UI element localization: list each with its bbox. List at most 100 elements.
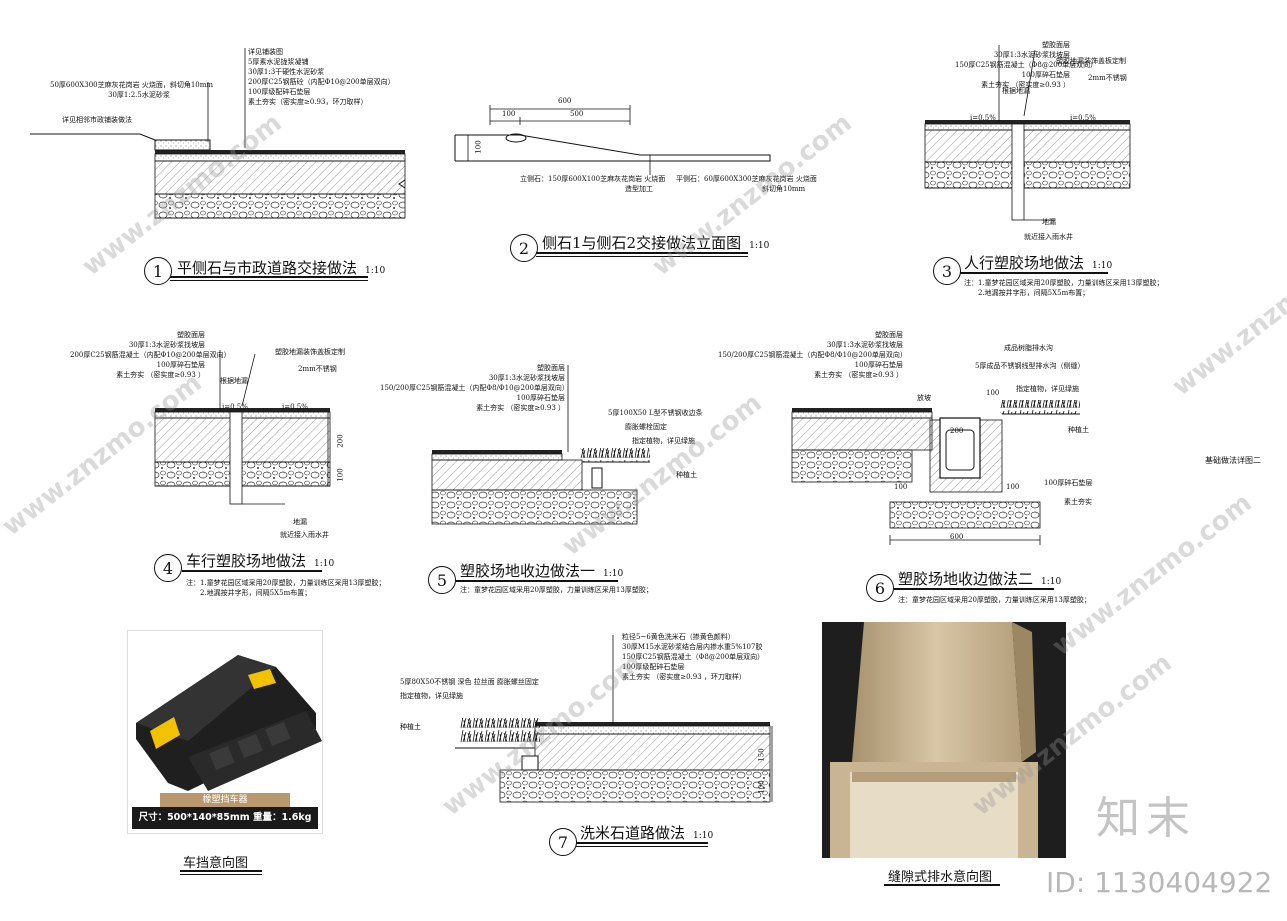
- detail-2-drawing: [454, 105, 771, 175]
- detail-7-drawing: [455, 635, 773, 803]
- detail-4-drawing: [154, 350, 331, 505]
- note: 30厚M15水泥砂浆结合层内掺水重5%107胶: [622, 643, 763, 651]
- dim: 600: [950, 533, 964, 541]
- note: 粒径5~6黄色洗米石（掺黄色颜料）: [622, 633, 735, 641]
- note: 平侧石：60厚600X300芝麻灰花岗岩 火烧面: [676, 175, 817, 183]
- note: 塑胶面层: [1042, 41, 1070, 49]
- detail-scale: 1:10: [749, 241, 770, 251]
- dim: 100: [474, 140, 483, 154]
- note: 塑胶面层: [177, 331, 205, 339]
- detail-title: 人行塑胶场地做法: [964, 254, 1085, 272]
- note: 100厚碎石垫层: [854, 361, 903, 369]
- note: 指定植物，详见绿施: [632, 437, 695, 445]
- detail-number: 5: [428, 566, 456, 594]
- detail-number: 6: [866, 574, 894, 602]
- product-spec: 尺寸：500*140*85mm 重量：1.6kg: [132, 807, 318, 829]
- note: 5厚100X50 L型不锈钢收边条: [608, 409, 703, 417]
- note: 150厚C25钢筋混凝土（Φ8@200单层双向）: [622, 653, 765, 661]
- dim: 600: [558, 97, 572, 105]
- note: 指定植物，详见绿施: [1016, 385, 1079, 393]
- detail-title-row: 人行塑胶场地做法 1:10: [964, 252, 1112, 273]
- stopper-caption-box: 橡塑挡车器 尺寸：500*140*85mm 重量：1.6kg: [128, 793, 322, 833]
- note: 塑胶地漏装饰盖板定制: [275, 348, 345, 356]
- note: 100厚级配碎石垫层: [622, 663, 685, 671]
- detail-title: 车行塑胶场地做法: [186, 552, 307, 570]
- note: 200厚C25钢筋砼（内配Φ10@200单层双向）: [248, 78, 395, 86]
- note: 30厚1:3干硬性水泥砂浆: [248, 68, 325, 76]
- dim: 100: [986, 389, 1000, 397]
- note: 塑胶面层: [537, 364, 565, 372]
- note: 素土夯实 （密实度≥0.93 ，环刀取样）: [622, 673, 746, 681]
- photo-caption: 车挡意向图: [183, 856, 249, 871]
- dim: 100: [1006, 483, 1020, 491]
- note: 斜切角10mm: [762, 185, 806, 193]
- note: 素土夯实（密实度≥0.93，环刀取样）: [248, 98, 368, 106]
- note: 200厚C25钢筋混凝土（内配Φ10@200单层双向）: [70, 351, 231, 359]
- note: 30厚1:2.5水泥砂浆: [108, 91, 170, 99]
- dim: 100: [757, 780, 766, 794]
- detail-scale: 1:10: [365, 266, 386, 276]
- note: 素土夯实 （密实度≥0.93 ）: [116, 371, 205, 379]
- note: 成品树脂排水沟: [1004, 344, 1053, 352]
- detail-title: 平侧石与市政道路交接做法: [177, 259, 358, 277]
- car-stopper-photo: 橡塑挡车器 尺寸：500*140*85mm 重量：1.6kg: [127, 630, 323, 834]
- dim: 500: [570, 110, 584, 118]
- note: 150/200厚C25钢筋混凝土（内配Φ8/Φ10@200单层双向）: [380, 384, 569, 392]
- dim: 200: [336, 434, 345, 448]
- dim: 100: [894, 483, 908, 491]
- note: 150/200厚C25钢筋混凝土（内配Φ8/Φ10@200单层双向）: [718, 351, 907, 359]
- detail-number: 7: [549, 828, 577, 856]
- note: 指定植物，详见绿施: [400, 692, 463, 700]
- note: 30厚1:3水泥砂浆找坡层: [993, 51, 1070, 59]
- detail-title: 塑胶场地收边做法二: [898, 570, 1034, 588]
- detail-scale: 1:10: [1092, 261, 1113, 271]
- dim: 150: [757, 748, 766, 762]
- note: 根据地漏: [220, 377, 248, 385]
- note: 根据地漏: [1002, 87, 1030, 95]
- slope: i=0.5%: [970, 114, 996, 122]
- detail-1-drawing: [30, 48, 406, 219]
- note: 100厚级配碎石垫层: [248, 88, 311, 96]
- note: 100厚碎石垫层: [516, 394, 565, 402]
- detail-scale: 1:10: [693, 831, 714, 841]
- detail-1-notes: 详见铺装图 5厚素水泥拢浆凝铺 30厚1:3干硬性水泥砂浆 200厚C25钢筋砼…: [248, 47, 395, 107]
- note: 素土夯实 （密实度≥0.93 ）: [981, 81, 1070, 89]
- detail-title-row: 洗米石道路做法 1:10: [580, 822, 713, 843]
- detail-title: 洗米石道路做法: [580, 824, 686, 842]
- detail-number: 2: [510, 234, 538, 262]
- note: 5厚成品不锈钢线型排水沟（侧缝）: [975, 362, 1085, 370]
- note: 素土夯实 （密实度≥0.93 ）: [476, 404, 565, 412]
- photo-caption: 缝隙式排水意向图: [888, 870, 993, 885]
- detail-6-notes: 塑胶面层 30厚1:3水泥砂浆找坡层 150/200厚C25钢筋混凝土（内配Φ8…: [718, 330, 907, 380]
- note: 30厚1:3水泥砂浆找坡层: [128, 341, 205, 349]
- note: 就近接入雨水井: [1024, 233, 1073, 241]
- note: 5厚素水泥拢浆凝铺: [248, 58, 309, 66]
- watermark-url: www.znzmo.com: [1166, 227, 1287, 403]
- detail-title: 侧石1与侧石2交接做法立面图: [542, 234, 742, 252]
- note: 造型加工: [625, 185, 653, 193]
- detail-scale: 1:10: [603, 569, 624, 579]
- note: 30厚1:3水泥砂浆找坡层: [826, 341, 903, 349]
- note: 种植土: [676, 471, 697, 479]
- detail-5-drawing: [431, 365, 650, 525]
- note: 100厚碎石垫层: [156, 361, 205, 369]
- note: 2mm不锈钢: [1088, 74, 1127, 82]
- footnote: 2.地漏按井字形，间隔5X5m布置；: [200, 589, 312, 597]
- detail-title-row: 塑胶场地收边做法二 1:10: [898, 568, 1061, 589]
- detail-title-row: 侧石1与侧石2交接做法立面图 1:10: [542, 232, 769, 253]
- product-name: 橡塑挡车器: [160, 793, 290, 807]
- note: 地漏: [1042, 218, 1056, 226]
- note-road: 详见相邻市政铺装做法: [62, 116, 132, 124]
- detail-scale: 1:10: [1041, 577, 1062, 587]
- slope: i=0.5%: [282, 403, 308, 411]
- drain-channel-photo: [822, 622, 1066, 858]
- note: 50厚600X300芝麻灰花岗岩 火烧面，斜切角10mm: [50, 81, 214, 89]
- note: 塑胶地漏装饰盖板定制: [1056, 57, 1126, 65]
- footnote: 注：1.童梦花园区域采用20厚塑胶，力量训练区采用13厚塑胶；: [186, 579, 386, 587]
- footnote: 注：童梦花园区域采用20厚塑胶，力量训练区采用13厚塑胶；: [460, 586, 653, 594]
- note: 种植土: [1068, 426, 1089, 434]
- detail-3-notes: 塑胶面层 30厚1:3水泥砂浆找坡层 150厚C25钢筋混凝土（Φ8@200单层…: [955, 40, 1097, 90]
- detail-7-notes: 粒径5~6黄色洗米石（掺黄色颜料） 30厚M15水泥砂浆结合层内掺水重5%107…: [622, 632, 764, 682]
